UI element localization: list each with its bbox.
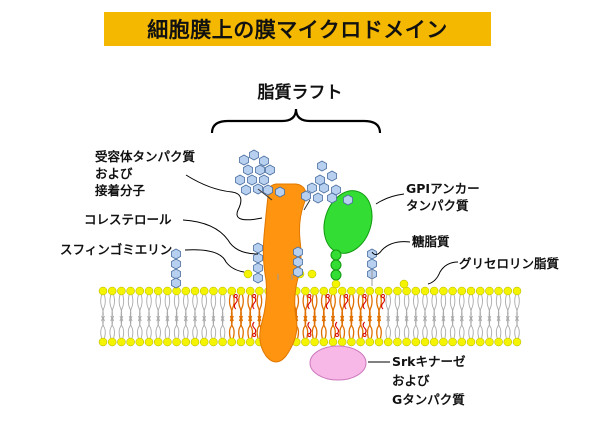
raft-label: 脂質ラフト — [258, 82, 343, 103]
src-label: Srkキナーゼ および Gタンパク質 — [367, 354, 466, 407]
svg-text:スフィンゴミエリン: スフィンゴミエリン — [60, 242, 172, 257]
src-kinase-protein — [309, 345, 367, 381]
svg-text:Gタンパク質: Gタンパク質 — [392, 392, 465, 407]
svg-text:接着分子: 接着分子 — [95, 183, 146, 198]
svg-text:および: および — [95, 166, 133, 181]
gpi-anchor — [330, 249, 342, 281]
svg-text:受容体タンパク質: 受容体タンパク質 — [95, 149, 196, 164]
page-title: 細胞膜上の膜マイクロドメイン — [104, 12, 491, 46]
svg-text:タンパク質: タンパク質 — [406, 198, 469, 213]
raft-brace — [210, 108, 382, 134]
sphingomyelin-label: スフィンゴミエリン — [60, 242, 245, 273]
gpi-label: GPIアンカー タンパク質 — [375, 181, 480, 213]
sugar-chains — [171, 149, 377, 289]
svg-text:および: および — [392, 373, 430, 388]
svg-text:コレステロール: コレステロール — [84, 212, 172, 227]
svg-text:Srkキナーゼ: Srkキナーゼ — [392, 354, 466, 369]
cholesterol-label: コレステロール — [84, 212, 259, 255]
lipid-bilayer — [98, 269, 522, 347]
svg-text:GPIアンカー: GPIアンカー — [406, 181, 480, 196]
svg-text:糖脂質: 糖脂質 — [412, 234, 450, 249]
receptor-label: 受容体タンパク質 および 接着分子 — [95, 149, 263, 221]
glycolipid-label: 糖脂質 — [371, 234, 450, 256]
glycerolipid-label: グリセロリン脂質 — [427, 256, 560, 285]
svg-text:グリセロリン脂質: グリセロリン脂質 — [459, 256, 560, 271]
